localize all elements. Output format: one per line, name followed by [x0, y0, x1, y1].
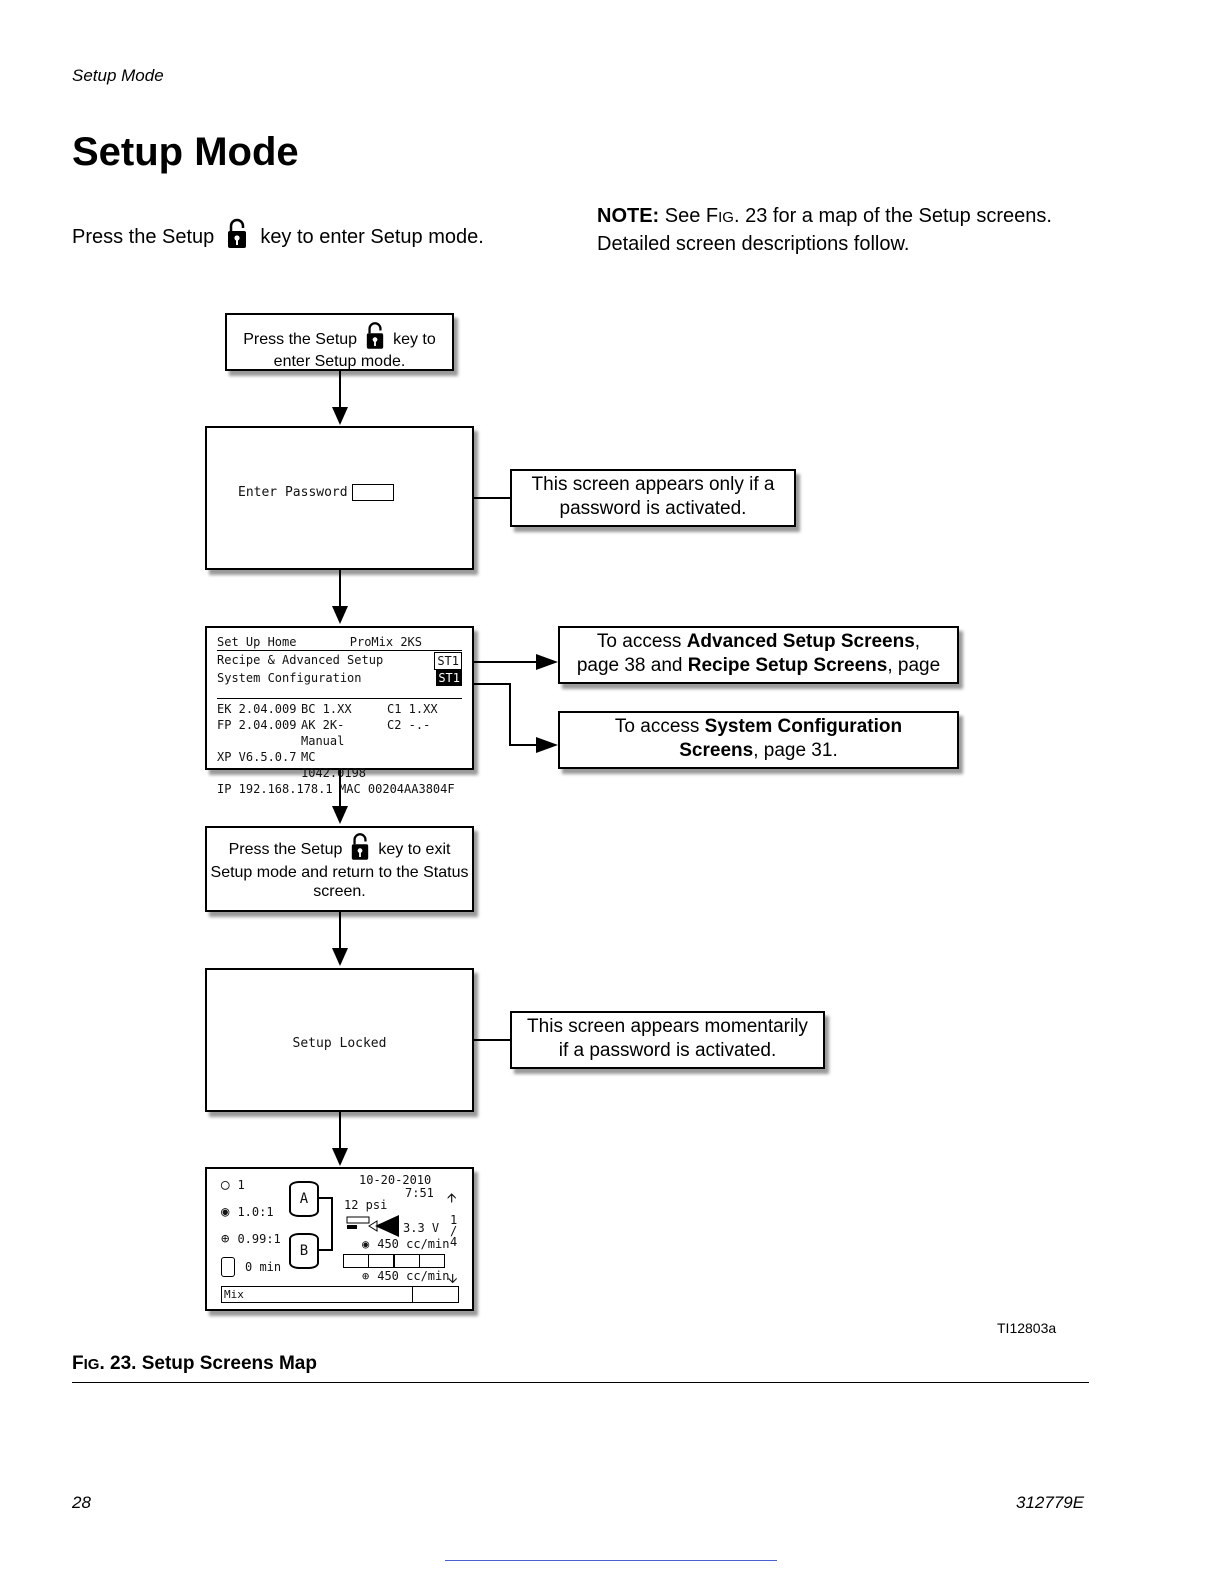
note-label: NOTE: [597, 205, 660, 227]
menu-item-system-configuration[interactable]: System Configuration ST1 [217, 670, 462, 686]
recipe-icon: ◯ [221, 1177, 230, 1193]
arrow-down-icon [332, 806, 348, 824]
exit-box: Press the Setup key to exit Setup mode a… [205, 826, 474, 912]
crosshair-icon: ⊕ [221, 1231, 230, 1247]
pot-life-row: 0 min [221, 1257, 281, 1277]
flow-gauge [343, 1254, 445, 1268]
connector [509, 683, 511, 745]
page-number: 28 [72, 1493, 91, 1512]
fraction-indicator: 1/4 [450, 1213, 458, 1249]
time: 7:51 [405, 1186, 434, 1200]
flow-rate-2: ⊕450 cc/min [362, 1269, 450, 1283]
connector [474, 497, 510, 499]
password-input[interactable] [351, 484, 394, 501]
note-line2: Detailed screen descriptions follow. [597, 233, 910, 255]
link-recipe-setup: Recipe Setup Screens [687, 655, 888, 676]
start-box: Press the Setup key to enter Setup mode. [225, 313, 454, 371]
target-icon: ◉ [221, 1204, 230, 1220]
mode-bar: Mix [221, 1286, 459, 1303]
arrow-down-icon [332, 948, 348, 966]
document-number: 312779E [1016, 1493, 1085, 1512]
connector [339, 1112, 341, 1150]
figure-caption: FIG. 23. Setup Screens Map [72, 1353, 317, 1374]
connector [339, 570, 341, 608]
figure-id: TI12803a [997, 1320, 1057, 1336]
password-screen: Enter Password [205, 426, 474, 570]
connector [339, 371, 341, 409]
arrow-up-icon[interactable]: 🡩 [447, 1191, 457, 1206]
running-header: Setup Mode [72, 66, 164, 85]
link-underline [445, 1560, 777, 1561]
password-callout: This screen appears only if a password i… [510, 469, 796, 527]
link-advanced-setup: Advanced Setup Screens [686, 631, 915, 652]
setup-lock-key-icon [226, 218, 248, 256]
connector [339, 770, 341, 808]
tank-b-icon: B [289, 1233, 319, 1269]
arrow-right-icon [536, 654, 558, 670]
ratio-target-row: ◉1.0:1 [221, 1204, 274, 1220]
intro-paragraph: Press the Setup key to enter Setup mode. [72, 218, 484, 256]
screen-badge: ST1 [434, 652, 462, 670]
arrow-down-icon[interactable]: 🡫 [448, 1272, 458, 1287]
arrow-down-icon [332, 1148, 348, 1166]
flow-rate-1: ◉450 cc/min [362, 1237, 450, 1251]
caption-rule [72, 1382, 1089, 1383]
recipe-row: ◯1 [221, 1177, 245, 1193]
ratio-actual-row: ⊕0.99:1 [221, 1231, 281, 1247]
locked-callout: This screen appears momentarily if a pas… [510, 1011, 825, 1069]
arrow-right-icon [536, 737, 558, 753]
pot-timer-icon [221, 1257, 235, 1277]
connector [474, 661, 536, 663]
lock-icon [365, 321, 385, 357]
connector [339, 912, 341, 950]
tank-a-icon: A [289, 1181, 319, 1217]
connector [509, 744, 536, 746]
voltage: 3.3 V [403, 1221, 440, 1235]
crosshair-icon: ⊕ [362, 1269, 370, 1283]
lock-icon [350, 832, 370, 867]
intro-text-after: key to enter Setup mode. [260, 225, 484, 248]
connector [474, 1039, 510, 1041]
status-screen: ◯1 ◉1.0:1 ⊕0.99:1 0 min A B 10-20-2010 7… [205, 1167, 474, 1311]
setup-home-screen: Set Up Home ProMix 2KS Recipe & Advanced… [205, 626, 474, 796]
spray-gun-icon [345, 1213, 399, 1237]
pressure: 12 psi [344, 1198, 388, 1212]
connector [474, 683, 510, 685]
system-config-callout: To access System Configuration Screens, … [558, 711, 959, 769]
intro-text-before: Press the Setup [72, 225, 215, 248]
setup-locked-screen: Setup Locked [205, 968, 474, 1112]
menu-item-recipe-advanced[interactable]: Recipe & Advanced Setup ST1 [217, 652, 462, 670]
page-title: Setup Mode [72, 130, 299, 174]
screen-badge-selected: ST1 [436, 670, 462, 686]
date: 10-20-2010 [359, 1173, 432, 1187]
advanced-setup-callout: To access Advanced Setup Screens, page 3… [558, 626, 959, 684]
arrow-down-icon [332, 407, 348, 425]
arrow-down-icon [332, 606, 348, 624]
note-paragraph: NOTE: See FIG. 23 for a map of the Setup… [597, 205, 1052, 255]
target-icon: ◉ [362, 1237, 370, 1251]
